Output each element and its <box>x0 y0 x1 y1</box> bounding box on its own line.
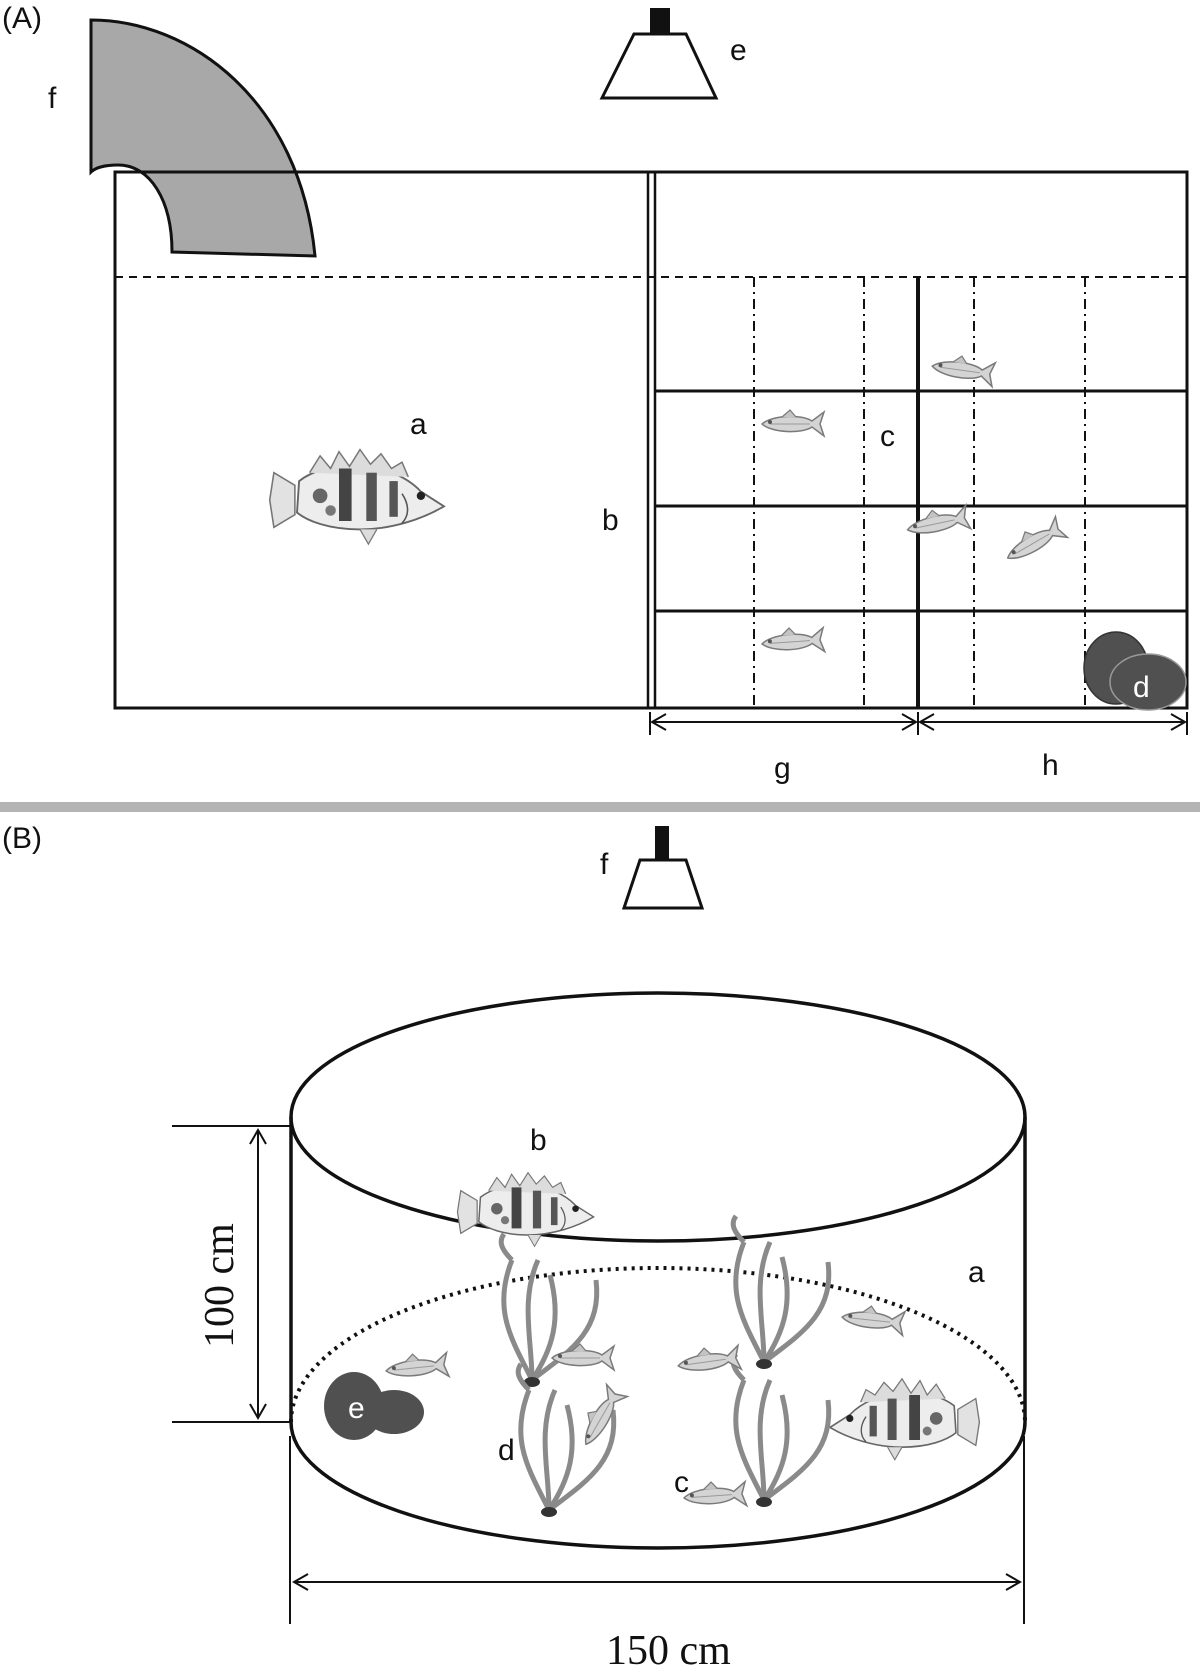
prey-fish-b1 <box>383 1349 450 1384</box>
predator-fish-b <box>456 1171 595 1248</box>
label-h-zone: h <box>1042 749 1059 782</box>
prey-fish-b2 <box>551 1343 615 1371</box>
label-a-tank: a <box>968 1256 985 1289</box>
plant-4 <box>733 1354 829 1507</box>
prey-fish-4 <box>1000 514 1069 570</box>
dim-arrow-h-left <box>917 713 935 731</box>
prey-fish-b3 <box>675 1342 743 1379</box>
panel-separator <box>0 802 1200 812</box>
label-b-predator: b <box>530 1124 547 1157</box>
prey-fish-1 <box>929 351 997 388</box>
predator-fish-lower <box>829 1377 981 1461</box>
label-e-lamp: e <box>730 34 747 67</box>
stone-shelter-d <box>1083 631 1187 711</box>
label-e-stone: e <box>348 1392 365 1425</box>
water-surface-dotted <box>289 1266 1027 1423</box>
width-arrow-left <box>291 1573 309 1591</box>
panel-b: (B) f a b d c <box>2 822 1027 1672</box>
prey-fish-2 <box>761 409 825 437</box>
label-b-partition: b <box>602 504 619 537</box>
stone-shelter-e <box>324 1372 424 1440</box>
dim-arrow-g-left <box>649 713 667 731</box>
label-c-divider: c <box>880 420 895 453</box>
width-label: 150 cm <box>606 1628 731 1672</box>
height-arrow-bottom <box>249 1403 267 1421</box>
prey-fish-b4 <box>840 1302 907 1337</box>
label-f-lamp: f <box>600 848 609 881</box>
label-d-plant: d <box>498 1434 515 1467</box>
label-g-zone: g <box>774 752 791 785</box>
lamp-icon-b <box>621 826 705 910</box>
height-label: 100 cm <box>197 1223 243 1348</box>
prey-fish-c <box>682 1478 748 1511</box>
panel-b-tag: (B) <box>2 822 42 855</box>
predator-fish-a <box>268 448 445 546</box>
tank-top-rim <box>289 991 1027 1243</box>
tank-outline <box>113 170 1189 710</box>
height-arrow-top <box>249 1127 267 1145</box>
dim-arrow-g-right <box>901 713 919 731</box>
prey-fish-3 <box>903 502 972 543</box>
panel-a-tag: (A) <box>2 2 42 35</box>
height-dimension <box>172 1125 292 1423</box>
dimension-arrows-a <box>649 712 1188 735</box>
label-a-predator: a <box>410 408 427 441</box>
lamp-icon <box>599 8 719 100</box>
label-c-prey: c <box>674 1466 689 1499</box>
label-f-pipe: f <box>48 82 57 115</box>
dim-arrow-h-right <box>1170 713 1188 731</box>
label-d-stone: d <box>1133 671 1150 704</box>
prey-fish-5 <box>760 624 826 657</box>
tank-bottom-front <box>289 1421 1027 1550</box>
inlet-pipe <box>89 18 317 258</box>
width-dimension <box>289 1436 1025 1624</box>
prey-fish-b5 <box>573 1382 629 1451</box>
width-arrow-right <box>1005 1573 1023 1591</box>
dash-dot-lines <box>753 277 1086 708</box>
panel-a: (A) f e a b c <box>2 2 1189 785</box>
